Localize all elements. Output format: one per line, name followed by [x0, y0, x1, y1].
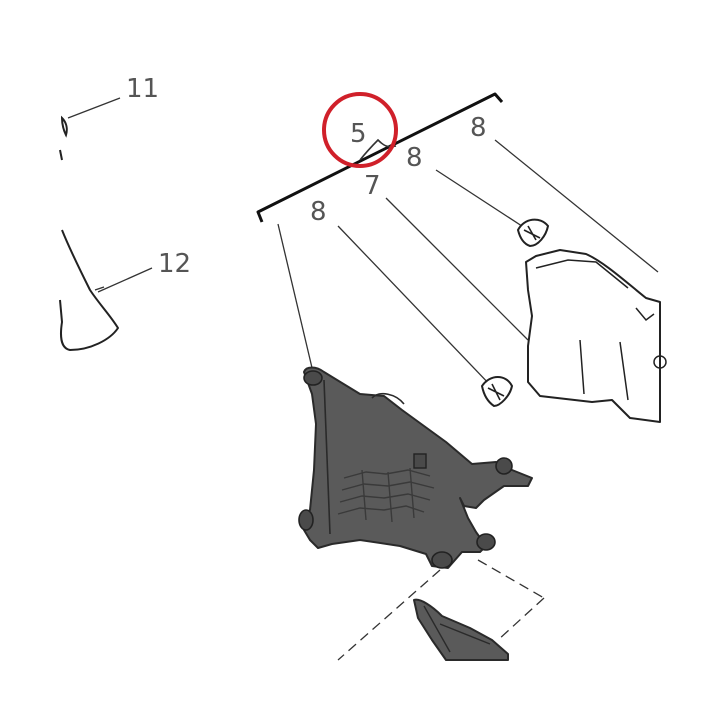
leader-8-lower	[337, 225, 494, 389]
callout-11: 11	[126, 74, 159, 104]
clip-fastener-lower	[480, 376, 514, 408]
leader-8-middle	[435, 169, 529, 231]
assembly-line-3	[497, 597, 545, 641]
callout-8-middle: 8	[406, 143, 423, 173]
assembly-line-1	[337, 569, 441, 661]
callout-8-lower: 8	[310, 197, 327, 227]
leader-8-upper-right	[494, 139, 659, 273]
leader-bracket-to-panel	[277, 223, 314, 373]
grip-texture	[337, 467, 435, 523]
lower-trim-piece	[413, 598, 509, 661]
clip-fastener-upper	[516, 218, 550, 248]
cover-panel-7	[525, 249, 661, 423]
callout-7: 7	[364, 171, 381, 201]
callout-5: 5	[350, 119, 367, 149]
callout-8-upper-right: 8	[470, 113, 487, 143]
leader-11	[67, 97, 121, 119]
leader-12	[97, 267, 153, 293]
leader-7	[385, 197, 529, 341]
assembly-bracket	[256, 92, 504, 223]
highlight-circle	[322, 92, 398, 168]
callout-12: 12	[158, 249, 191, 279]
left-part-outline	[59, 115, 119, 351]
assembly-line-2	[477, 559, 545, 599]
